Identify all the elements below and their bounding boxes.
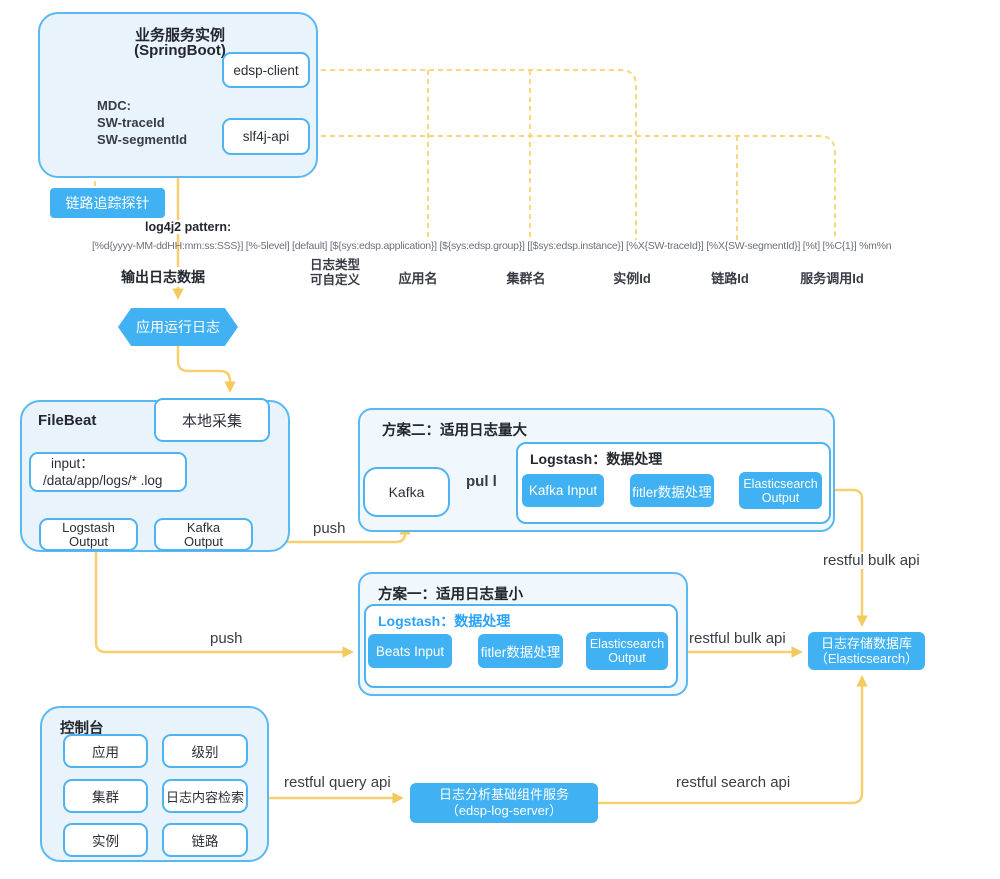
anno-segment-id: 服务调用Id [800,271,864,286]
console-item-cluster: 集群 [63,779,148,813]
plan1-filter-step: fitler数据处理 [478,634,563,668]
mdc-text: MDC: SW-traceId SW-segmentId [97,98,188,147]
push-kafka-label: push [313,520,346,537]
plan2-title: 方案二：适用日志量大 [382,423,527,439]
anno-group-name: 集群名 [506,271,546,286]
console-title: 控制台 [60,721,104,737]
arrow-push-to-plan1 [94,551,354,658]
plan2-logstash-title: Logstash：数据处理 [530,451,663,467]
logstash-output-box: Logstash Output [39,518,138,551]
console-item-app: 应用 [63,734,148,768]
log4j2-pattern-title: log4j2 pattern: [142,220,235,234]
anno-log-type: 日志类型 可自定义 [309,258,360,287]
local-collect-box: 本地采集 [154,398,270,442]
plan1-es-output: Elasticsearch Output [586,632,668,670]
log-server-box: 日志分析基础组件服务 （edsp-log-server） [410,783,598,823]
kafka-output-box: Kafka Output [154,518,253,551]
console-item-instance: 实例 [63,823,148,857]
es-storage-box: 日志存储数据库 （Elasticsearch） [808,632,925,670]
arrow-push-to-kafka [253,523,411,544]
dashed-edsp-client-line [312,69,637,240]
log4j2-pattern-value: [%d{yyyy-MM-ddHH:mm:ss:SSS}] [%-5level] … [92,240,892,252]
springboot-title: 业务服务实例 [134,27,225,44]
anno-instance-id: 实例Id [613,271,651,286]
console-item-level: 级别 [162,734,248,768]
springboot-subtitle: (SpringBoot) [134,42,226,59]
slf4j-api-box: slf4j-api [222,118,310,155]
arrow-search-to-es [598,675,868,805]
app-running-log-hexagon: 应用运行日志 [118,308,238,346]
anno-trace-id: 链路Id [711,271,749,286]
console-item-content-search: 日志内容检索 [162,779,248,813]
plan2-filter-step: fitler数据处理 [630,474,714,507]
anno-app-name: 应用名 [398,271,438,286]
plan2-kafka-box: Kafka [363,467,450,517]
plan1-title: 方案一：适用日志量小 [378,587,523,603]
filebeat-input-box: input： /data/app/logs/* .log [29,452,187,492]
plan1-beats-input: Beats Input [368,634,452,668]
arrow-hexagon-to-collect [176,346,236,393]
arrow-plan2-to-es [822,488,868,627]
bulk-api-right-label: restful bulk api [820,552,923,569]
trace-probe-badge: 链路追踪探针 [50,188,165,218]
edsp-client-box: edsp-client [222,52,310,88]
plan1-logstash-title: Logstash：数据处理 [378,613,511,629]
filebeat-title: FileBeat [38,412,97,429]
plan2-kafka-input: Kafka Input [522,474,604,507]
push-plan1-label: push [210,630,243,647]
bulk-api-mid-label: restful bulk api [689,630,786,647]
output-log-label: 输出日志数据 [118,267,208,287]
console-item-trace: 链路 [162,823,248,857]
pull-label: pul l [466,473,497,490]
dashed-slf4j-line [312,135,836,240]
search-api-label: restful search api [676,774,791,791]
plan2-es-output: Elasticsearch Output [739,472,822,509]
query-api-label: restful query api [284,774,391,791]
